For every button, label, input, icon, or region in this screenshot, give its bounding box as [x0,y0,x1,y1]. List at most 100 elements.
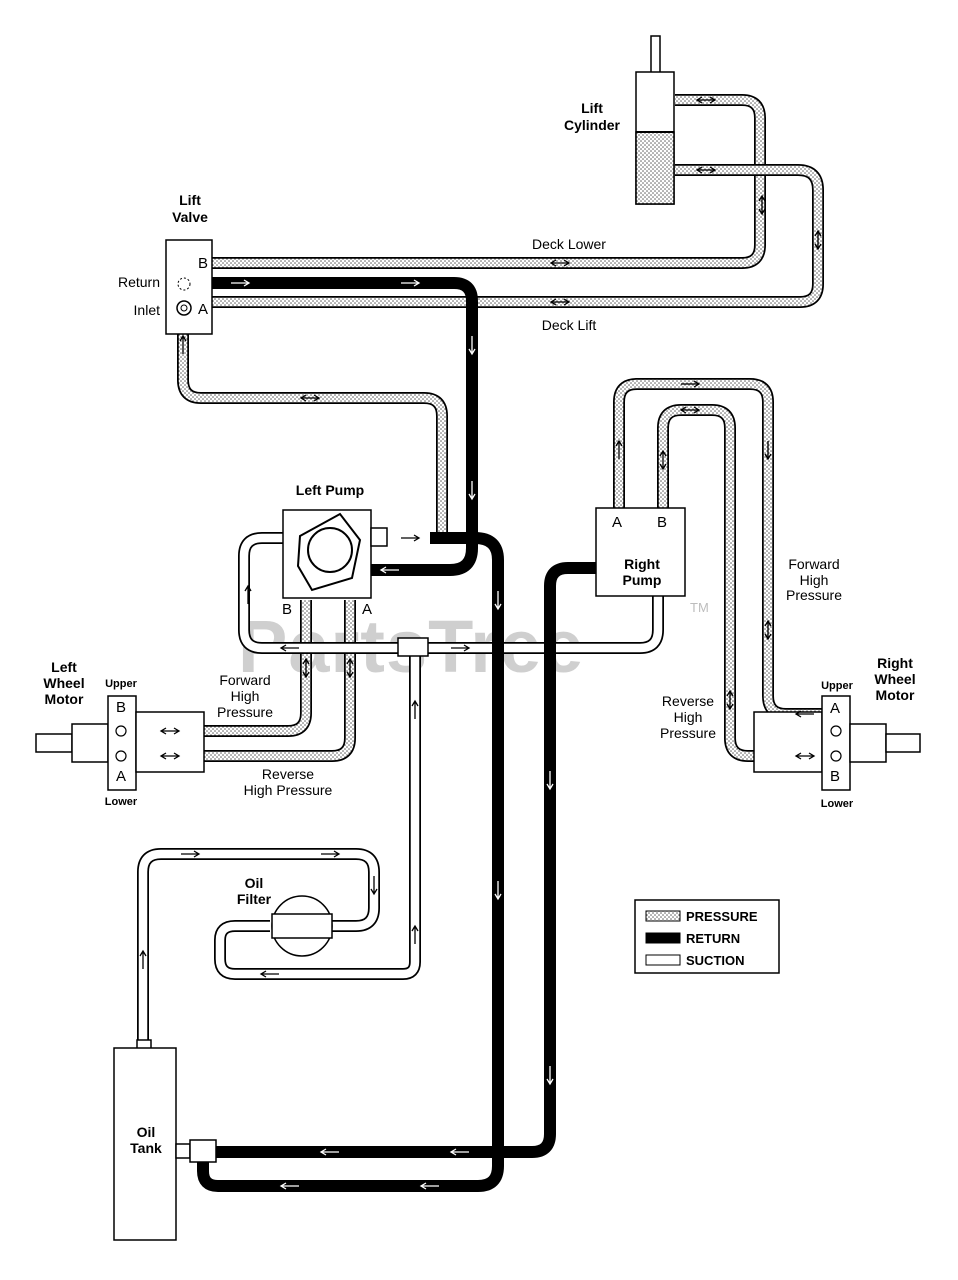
left-pump-port-a: A [362,601,372,618]
right-pump-port-a: A [612,514,622,531]
oil-filter [271,895,333,957]
return-label: Return [118,274,160,290]
oil-filter-label-2: Filter [237,891,272,907]
left-forward-label-2: High [231,688,260,704]
flow-arrow [181,850,201,858]
lift-valve-label: Lift [179,192,201,208]
flow-arrow [546,771,554,791]
flow-arrow [764,441,772,461]
right-pump-case-drain-core [205,563,596,1157]
right-forward-label-1: Forward [788,556,839,572]
flow-arrow [419,1182,439,1190]
right-reverse-pressure-line-core [658,405,834,761]
legend-label-pressure: PRESSURE [686,909,758,924]
right-pump-label-2: Pump [623,572,662,588]
oil-tank [113,1039,217,1241]
left-motor-lower-label: Lower [105,796,138,808]
flow-arrow [159,752,181,760]
flow-arrow [451,644,471,652]
flow-arrow [468,336,476,356]
right-wheel-motor [753,695,921,791]
flow-arrow [319,1148,339,1156]
right-motor-upper-label: Upper [821,680,854,692]
inlet-label: Inlet [134,302,161,318]
flow-arrow [549,298,571,306]
left-forward-label-3: Pressure [217,704,273,720]
flow-arrow [379,566,399,574]
lift-cylinder-label-2: Cylinder [564,117,621,133]
right-pump [595,507,686,597]
right-wheel-motor-label: Right [877,655,913,671]
right-pump-label: Right [624,556,660,572]
flow-arrow [279,1182,299,1190]
right-forward-label-3: Pressure [786,587,842,603]
left-forward-pressure-line-core [120,600,311,736]
deck-lift-label: Deck Lift [542,317,597,333]
flow-arrow [321,850,341,858]
right-forward-pressure-line-core [614,379,834,719]
right-wheel-motor-label-2: Wheel [874,671,915,687]
flow-arrow [494,881,502,901]
flow-arrow [764,619,772,641]
flow-arrow [159,727,181,735]
right-reverse-label-2: High [674,709,703,725]
filter-outlet-line-core [215,650,420,979]
right-forward-label-2: High [800,572,829,588]
left-reverse-label-2: High Pressure [244,782,333,798]
left-forward-label-1: Forward [219,672,270,688]
right-motor-port-a: A [830,700,840,717]
left-motor-port-b: B [116,699,126,716]
suction-lines [137,532,664,1045]
deck-lower-line-core [203,95,765,268]
right-motor-lower-label: Lower [821,798,854,810]
flow-arrow [468,481,476,501]
valve-inlet-line-wall [177,308,448,544]
legend-label-suction: SUCTION [686,953,745,968]
flow-arrow [346,657,354,679]
flow-arrow [179,334,187,354]
flow-arrow [615,439,623,459]
flow-arrow [794,752,816,760]
flow-arrow [370,876,378,896]
deck-lower-label: Deck Lower [532,236,606,252]
flow-arrow [695,166,717,174]
left-pump-label: Left Pump [296,482,364,498]
legend-swatch-return [645,932,681,944]
left-pump-port-b: B [282,601,292,618]
flow-arrow [679,406,701,414]
flow-arrow [231,279,251,287]
lift-valve [165,239,213,335]
flow-arrow [726,689,734,711]
flow-arrow [758,194,766,216]
legend-swatch-suction [645,954,681,966]
left-pump-case-drain-core [198,533,503,1191]
flow-arrow [681,380,701,388]
flow-arrow [139,949,147,969]
legend-label-return: RETURN [686,931,740,946]
left-pump [282,509,388,599]
left-wheel-motor-label: Left [51,659,77,675]
right-reverse-label-3: Pressure [660,725,716,741]
flow-arrow [449,1148,469,1156]
lift-cylinder-label: Lift [581,100,603,116]
lift-valve-label-2: Valve [172,209,208,225]
left-motor-port-a: A [116,768,126,785]
lift-valve-port-b: B [198,255,208,272]
deck-lower-line-wall [203,94,766,269]
right-reverse-label-1: Reverse [662,693,714,709]
legend: PRESSURE RETURN SUCTION [634,899,780,974]
return-lines [197,277,596,1192]
right-pump-port-b: B [657,514,667,531]
left-wheel-motor-label-3: Motor [45,691,84,707]
left-motor-upper-label: Upper [105,678,138,690]
oil-tank-label: Oil [137,1124,156,1140]
flow-arrow [546,1066,554,1086]
flow-arrow [302,657,310,679]
suction-manifold-core [400,596,663,653]
left-reverse-label-1: Reverse [262,766,314,782]
filter-inlet-line-core [138,849,379,1045]
right-wheel-motor-label-3: Motor [876,687,915,703]
valve-inlet-line-core [178,308,447,543]
valve-return-line-core [203,278,477,575]
